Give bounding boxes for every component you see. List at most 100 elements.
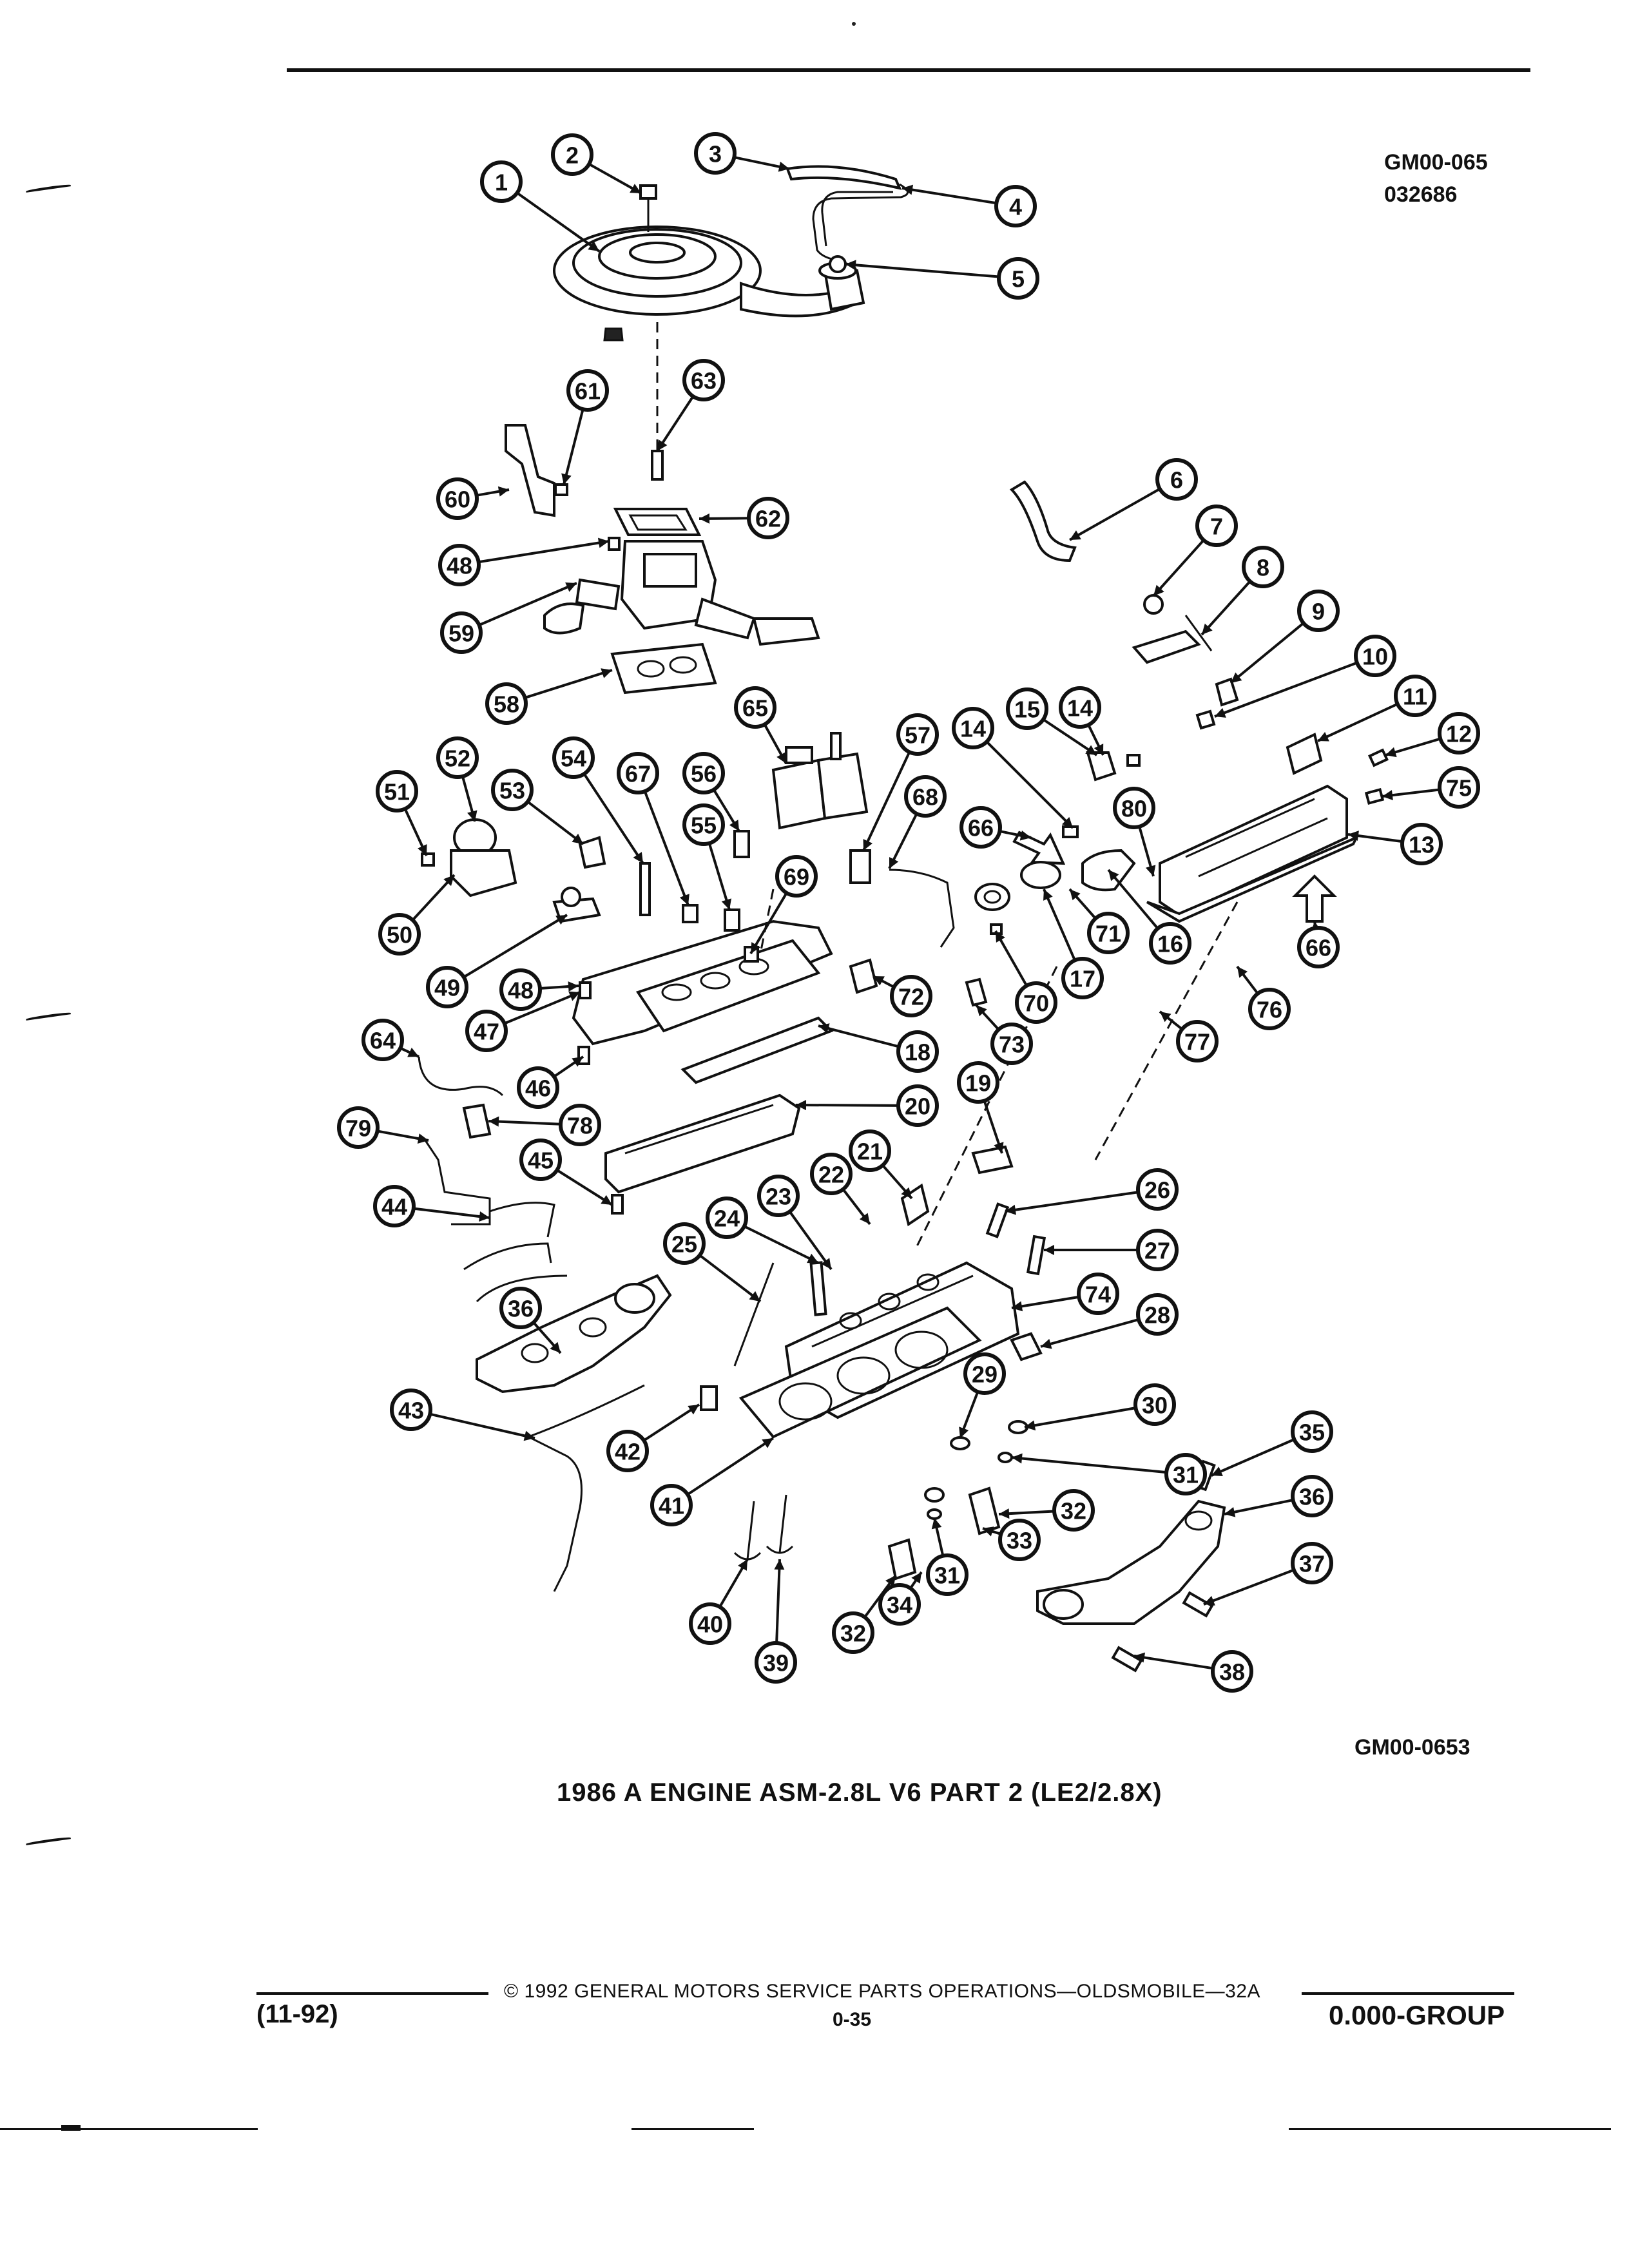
bolt-26-drawing <box>985 1202 1010 1238</box>
callout-circle-73 <box>990 1023 1033 1065</box>
callout-circle-48 <box>499 968 542 1011</box>
callout-47: 47 <box>465 1010 508 1052</box>
leader-arrowhead-56 <box>729 820 739 831</box>
callout-label-18: 18 <box>905 1039 930 1066</box>
wire-64-drawing <box>418 1056 504 1097</box>
callout-label-53: 53 <box>499 778 525 804</box>
callout-label-47: 47 <box>474 1019 499 1045</box>
callout-label-16: 16 <box>1157 931 1183 957</box>
callout-circle-58 <box>485 682 528 725</box>
leader-arrowhead-78 <box>488 1116 499 1127</box>
callout-circle-69 <box>775 855 818 898</box>
callout-label-50: 50 <box>387 922 412 948</box>
callout-32: 32 <box>1052 1489 1095 1532</box>
callout-64: 64 <box>361 1019 404 1061</box>
leader-line-15 <box>1042 718 1098 756</box>
callout-label-43: 43 <box>398 1398 424 1424</box>
callout-23: 23 <box>757 1175 800 1217</box>
callout-69: 69 <box>775 855 818 898</box>
leader-line-74 <box>1011 1295 1079 1309</box>
callout-28: 28 <box>1136 1293 1179 1336</box>
callout-label-11: 11 <box>1403 684 1427 710</box>
valve-spring-drawings <box>887 1420 1028 1581</box>
leader-arrowhead-15 <box>1085 745 1097 755</box>
leader-arrowhead-62 <box>699 513 710 524</box>
callout-67: 67 <box>617 752 659 794</box>
leader-arrowhead-10 <box>1215 707 1226 718</box>
callout-53: 53 <box>491 769 534 811</box>
callout-77: 77 <box>1176 1020 1219 1062</box>
leader-line-58 <box>524 669 613 699</box>
bottom-scan-line-1 <box>0 2128 258 2130</box>
callout-8: 8 <box>1242 546 1284 588</box>
callout-label-38: 38 <box>1219 1659 1245 1686</box>
callout-circle-38 <box>1211 1650 1253 1693</box>
callout-label-76: 76 <box>1257 997 1282 1023</box>
callout-label-73: 73 <box>999 1032 1025 1058</box>
callout-label-60: 60 <box>445 486 470 513</box>
callout-42: 42 <box>606 1430 649 1472</box>
leader-arrowhead-4 <box>902 184 914 195</box>
valley-gasket-drawing <box>604 1093 801 1194</box>
callout-10: 10 <box>1354 635 1396 677</box>
leader-line-54 <box>583 773 644 865</box>
rocker-arm-19-drawing <box>971 1145 1014 1175</box>
callout-circle-37 <box>1291 1542 1333 1584</box>
callout-circle-71 <box>1087 912 1130 954</box>
stud-24-drawing <box>809 1261 827 1316</box>
callout-circle-40 <box>689 1602 731 1645</box>
callout-49: 49 <box>426 966 468 1008</box>
callout-label-74: 74 <box>1085 1282 1111 1308</box>
leader-arrowhead-70 <box>996 931 1005 943</box>
callout-label-69: 69 <box>784 864 809 890</box>
leader-arrowhead-54 <box>633 852 643 863</box>
leader-arrowhead-36 <box>1224 1506 1236 1517</box>
callout-circle-9 <box>1297 590 1340 632</box>
callout-label-8: 8 <box>1257 555 1269 581</box>
leader-line-17 <box>1043 889 1076 961</box>
leader-arrowhead-14 <box>1062 817 1073 828</box>
callout-circle-59 <box>440 611 483 654</box>
callout-11: 11 <box>1394 675 1436 717</box>
callout-circle-75 <box>1438 766 1480 809</box>
leader-arrowhead-48 <box>568 981 579 992</box>
leader-arrowhead-27 <box>1044 1245 1054 1255</box>
leader-line-31 <box>1011 1456 1167 1474</box>
leader-line-53 <box>526 800 584 845</box>
clamp-drawing <box>1143 594 1164 615</box>
bolt-12-drawing <box>1367 748 1389 767</box>
callout-circle-36 <box>499 1287 542 1329</box>
callout-label-70: 70 <box>1023 990 1049 1017</box>
callout-label-55: 55 <box>691 812 717 839</box>
leader-line-7 <box>1152 539 1205 597</box>
callout-35: 35 <box>1291 1410 1333 1453</box>
callout-circle-21 <box>849 1129 891 1172</box>
callout-label-64: 64 <box>370 1028 396 1054</box>
leader-arrowhead-53 <box>572 833 583 844</box>
leader-line-16 <box>1107 869 1159 930</box>
bolt-45-drawing <box>611 1194 624 1215</box>
page-number: 0-35 <box>833 2009 872 2030</box>
callout-circle-77 <box>1176 1020 1219 1062</box>
sensor-78-drawing <box>462 1103 492 1139</box>
callout-59: 59 <box>440 611 483 654</box>
leader-arrowhead-45 <box>601 1195 612 1205</box>
breather-tube-drawing <box>812 183 909 262</box>
leader-line-6 <box>1069 488 1161 541</box>
callout-circle-65 <box>734 686 776 729</box>
leader-arrowhead-77 <box>1160 1012 1171 1023</box>
callout-label-39: 39 <box>763 1650 789 1677</box>
sensor-73-drawing <box>965 977 988 1007</box>
leader-arrowhead-9 <box>1231 672 1242 683</box>
callout-label-10: 10 <box>1362 644 1388 670</box>
callout-44: 44 <box>373 1185 416 1227</box>
leader-line-25 <box>699 1254 762 1303</box>
callout-label-36: 36 <box>1299 1484 1325 1510</box>
leader-arrowhead-20 <box>796 1100 807 1111</box>
callout-label-14: 14 <box>1067 695 1093 722</box>
leader-arrowhead-51 <box>418 844 427 856</box>
leader-line-1 <box>516 191 601 253</box>
callout-20: 20 <box>896 1084 939 1127</box>
